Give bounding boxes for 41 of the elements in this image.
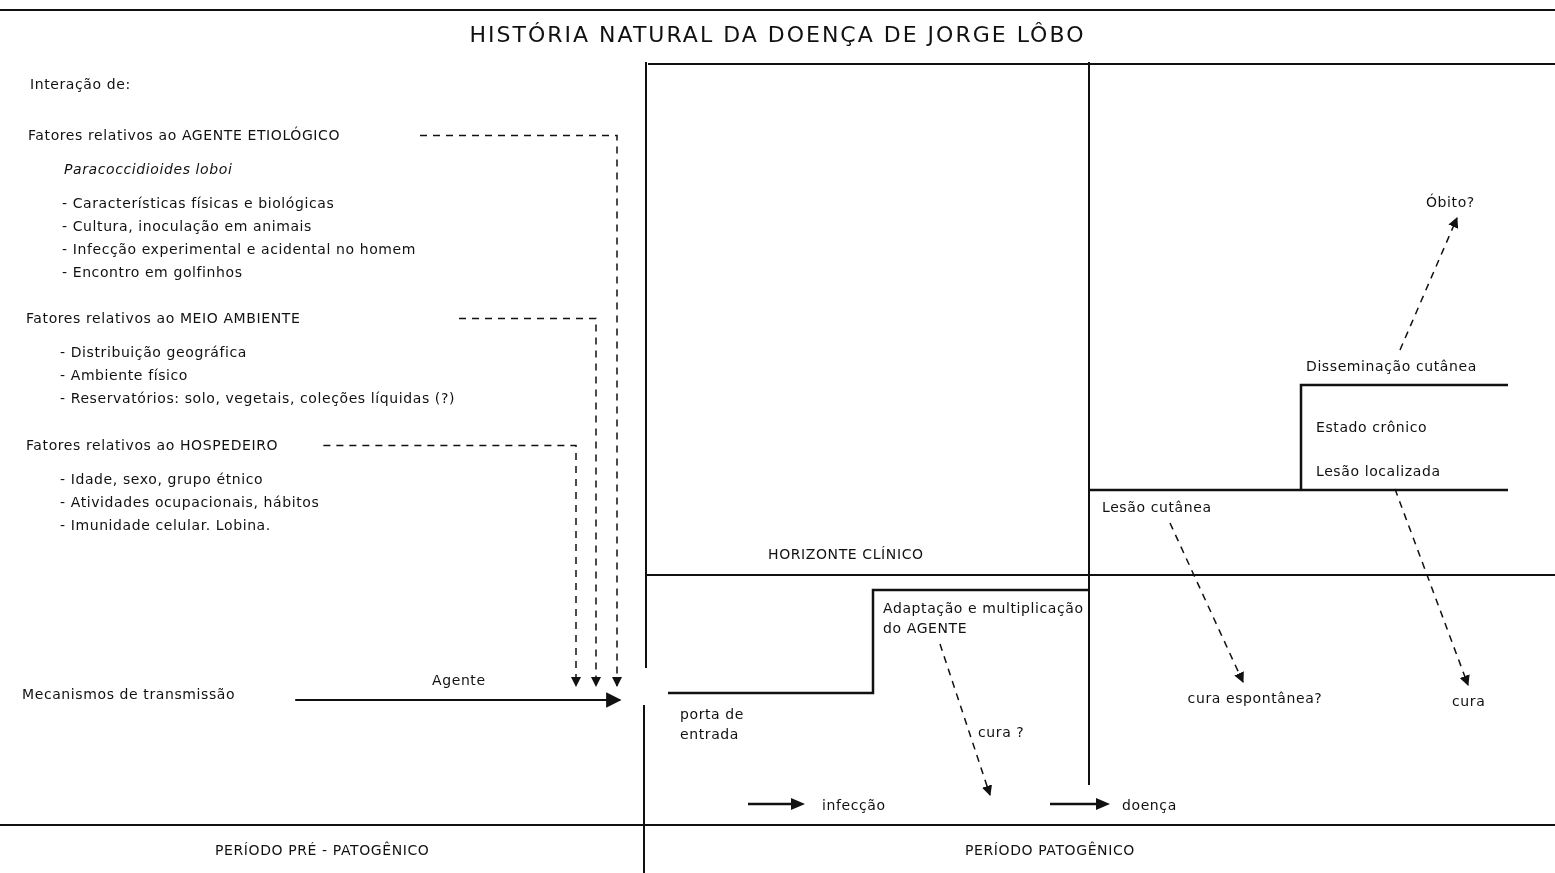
stage-text: Lesão cutânea (1102, 497, 1212, 517)
period-label: PERÍODO PATOGÊNICO (965, 840, 1135, 860)
arrow (1399, 217, 1459, 351)
list-item: - Cultura, inoculação em animais (61, 217, 313, 236)
arrow (939, 643, 992, 796)
arrow (1169, 522, 1244, 683)
stage-text: Disseminação cutânea (1306, 356, 1477, 376)
stage-text: cura espontânea? (1185, 688, 1325, 708)
stage-text: cura (1452, 691, 1486, 711)
stage-text: Estado crônico (1316, 418, 1428, 437)
title: HISTÓRIA NATURAL DA DOENÇA DE JORGE LÔBO (469, 22, 1086, 47)
list-item: - Características físicas e biológicas (61, 194, 336, 213)
stage-text: Mecanismos de transmissão (22, 684, 236, 704)
arrow (458, 317, 602, 688)
list-item: - Ambiente físico (59, 366, 189, 385)
list-item: - Infecção experimental e acidental no homem (61, 240, 416, 259)
edge-label: cura ? (978, 723, 1025, 742)
arrow (322, 444, 582, 688)
list-item: - Encontro em golfinhos (61, 263, 244, 282)
arrow (295, 692, 622, 708)
factor-heading: Fatores relativos ao AGENTE ETIOLÓGICO (28, 125, 342, 145)
edge-label: Agente (432, 671, 486, 690)
factor-heading: Fatores relativos ao HOSPEDEIRO (26, 436, 280, 455)
arrow (1394, 488, 1470, 686)
intro-text: Interação de: (30, 75, 131, 94)
list-item: - Reservatórios: solo, vegetais, coleções líquidas (?) (59, 389, 455, 408)
species-name: Paracoccidioides loboi (63, 160, 234, 179)
stage-text: infecção (822, 796, 886, 815)
arrow (419, 134, 623, 688)
factor-heading: Fatores relativos ao MEIO AMBIENTE (26, 309, 302, 328)
list-item: - Imunidade celular. Lobina. (59, 516, 272, 535)
list-item: - Atividades ocupacionais, hábitos (59, 493, 320, 512)
stage-text: Óbito? (1426, 192, 1475, 212)
stage-text: Lesão localizada (1316, 461, 1441, 481)
stage-text: Adaptação e multiplicação do AGENTE (883, 598, 1088, 638)
horizon-label: HORIZONTE CLÍNICO (768, 545, 924, 564)
list-item: - Idade, sexo, grupo étnico (59, 470, 265, 489)
stage-text: doença (1122, 796, 1177, 815)
period-label: PERÍODO PRÉ - PATOGÊNICO (215, 840, 430, 860)
list-item: - Distribuição geográfica (59, 343, 248, 362)
stage-text: porta de entrada (680, 705, 746, 744)
